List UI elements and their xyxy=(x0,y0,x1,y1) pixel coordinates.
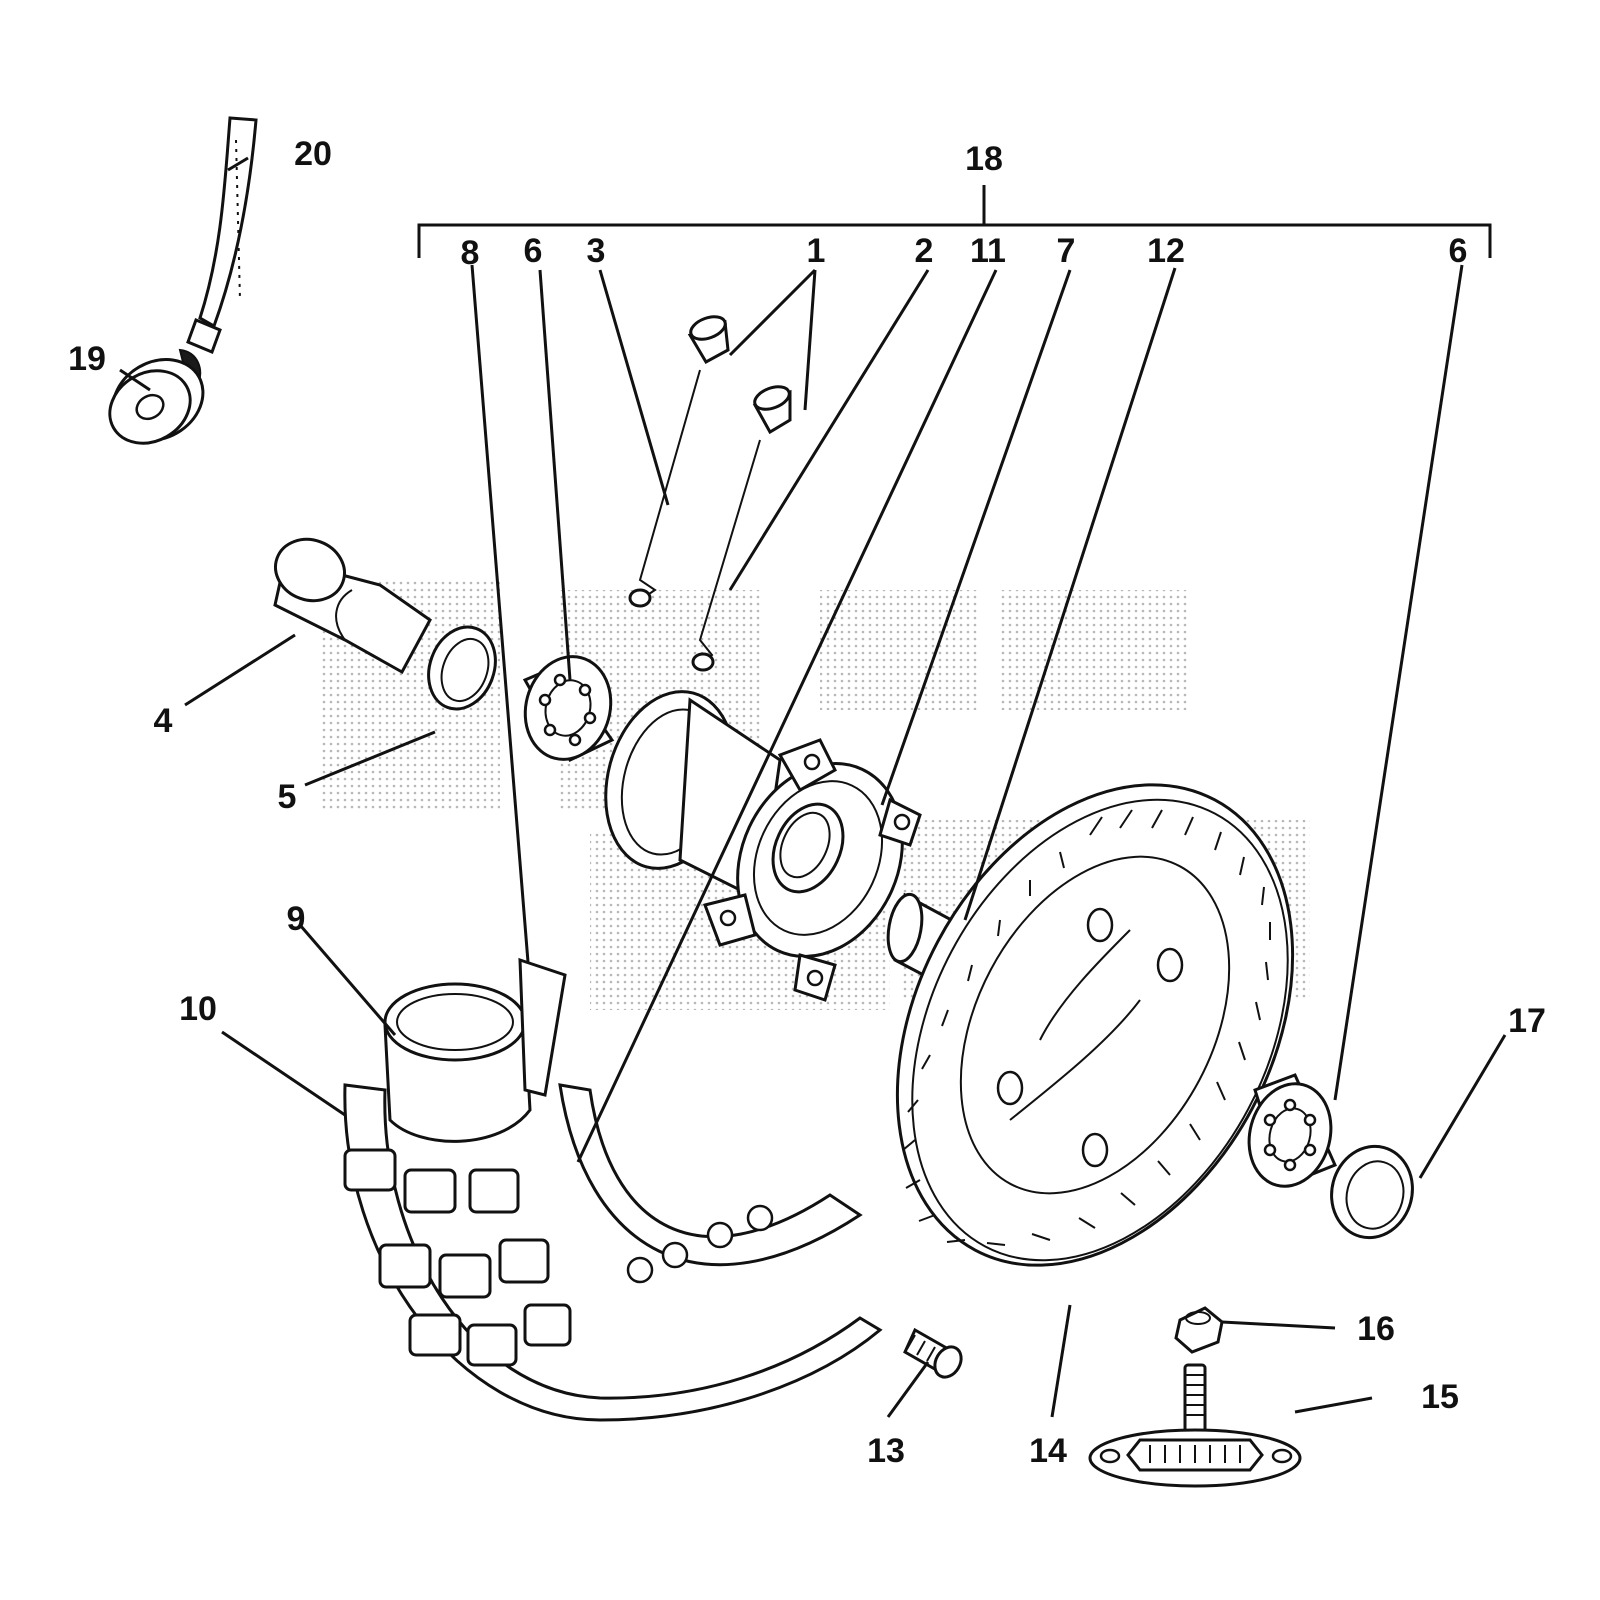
callout-5: 5 xyxy=(278,778,297,816)
callout-10: 10 xyxy=(179,990,217,1028)
callout-3: 3 xyxy=(587,232,606,270)
callout-12: 12 xyxy=(1147,232,1185,270)
callout-9: 9 xyxy=(287,900,306,938)
wheel-bearing-left xyxy=(522,655,615,762)
oil-seal xyxy=(427,625,497,711)
bolt-plate xyxy=(1088,1363,1302,1488)
callout-8: 8 xyxy=(461,234,480,272)
callout-16: 16 xyxy=(1357,1310,1395,1348)
callout-19: 19 xyxy=(68,340,106,378)
callout-18: 18 xyxy=(965,140,1003,178)
callout-20: 20 xyxy=(294,135,332,173)
callout-4: 4 xyxy=(154,702,173,740)
wheel-rim xyxy=(558,1083,863,1284)
wheel-bearing-right xyxy=(1247,1073,1338,1188)
callout-1: 1 xyxy=(807,232,826,270)
assembly-bracket xyxy=(417,185,1492,258)
disc-screw xyxy=(903,1327,963,1379)
callout-labels: 18 20 19 8 6 3 1 2 11 7 12 6 4 5 9 10 17… xyxy=(68,135,1546,1470)
axle-spacer xyxy=(273,537,432,675)
leader-lines xyxy=(119,156,1507,1418)
callout-13: 13 xyxy=(867,1432,905,1470)
callout-14: 14 xyxy=(1029,1432,1067,1470)
tire xyxy=(343,1083,883,1422)
banjo-fitting xyxy=(108,348,205,445)
callout-6-left: 6 xyxy=(524,232,543,270)
brake-hose xyxy=(186,116,258,354)
brake-disc xyxy=(895,783,1295,1267)
inner-tube xyxy=(383,982,532,1143)
callout-2: 2 xyxy=(915,232,934,270)
callout-15: 15 xyxy=(1421,1378,1459,1416)
rim-tape xyxy=(518,957,567,1097)
hex-nut xyxy=(1174,1306,1224,1354)
callout-7: 7 xyxy=(1057,232,1076,270)
spokes-and-nipples xyxy=(628,315,792,672)
callout-17: 17 xyxy=(1508,1002,1546,1040)
wheel-hub xyxy=(604,690,922,1002)
callout-6-right: 6 xyxy=(1449,232,1468,270)
callout-11: 11 xyxy=(970,232,1006,270)
oil-seal-right xyxy=(1330,1144,1414,1240)
